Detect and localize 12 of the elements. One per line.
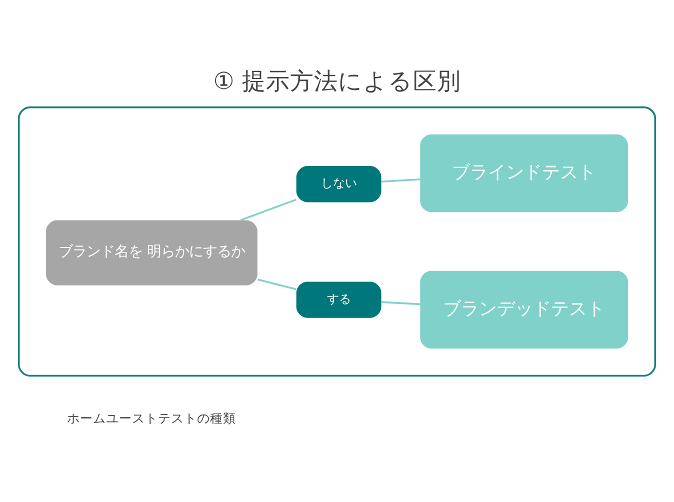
connector bbox=[381, 178, 420, 183]
connector bbox=[381, 301, 420, 306]
node-box: ブランデッドテスト bbox=[420, 270, 628, 349]
node-box: する bbox=[296, 282, 382, 318]
node-box: ブラインドテスト bbox=[420, 134, 628, 212]
connector bbox=[240, 198, 297, 222]
diagram-title: ① 提示方法による区別 bbox=[213, 67, 461, 96]
node-box: しない bbox=[296, 166, 382, 202]
connector bbox=[257, 278, 296, 290]
node-box: ブランド名を 明らかにするか bbox=[46, 220, 258, 286]
label: ホームユーストテストの種類 bbox=[67, 410, 236, 426]
cluster bbox=[18, 106, 656, 377]
